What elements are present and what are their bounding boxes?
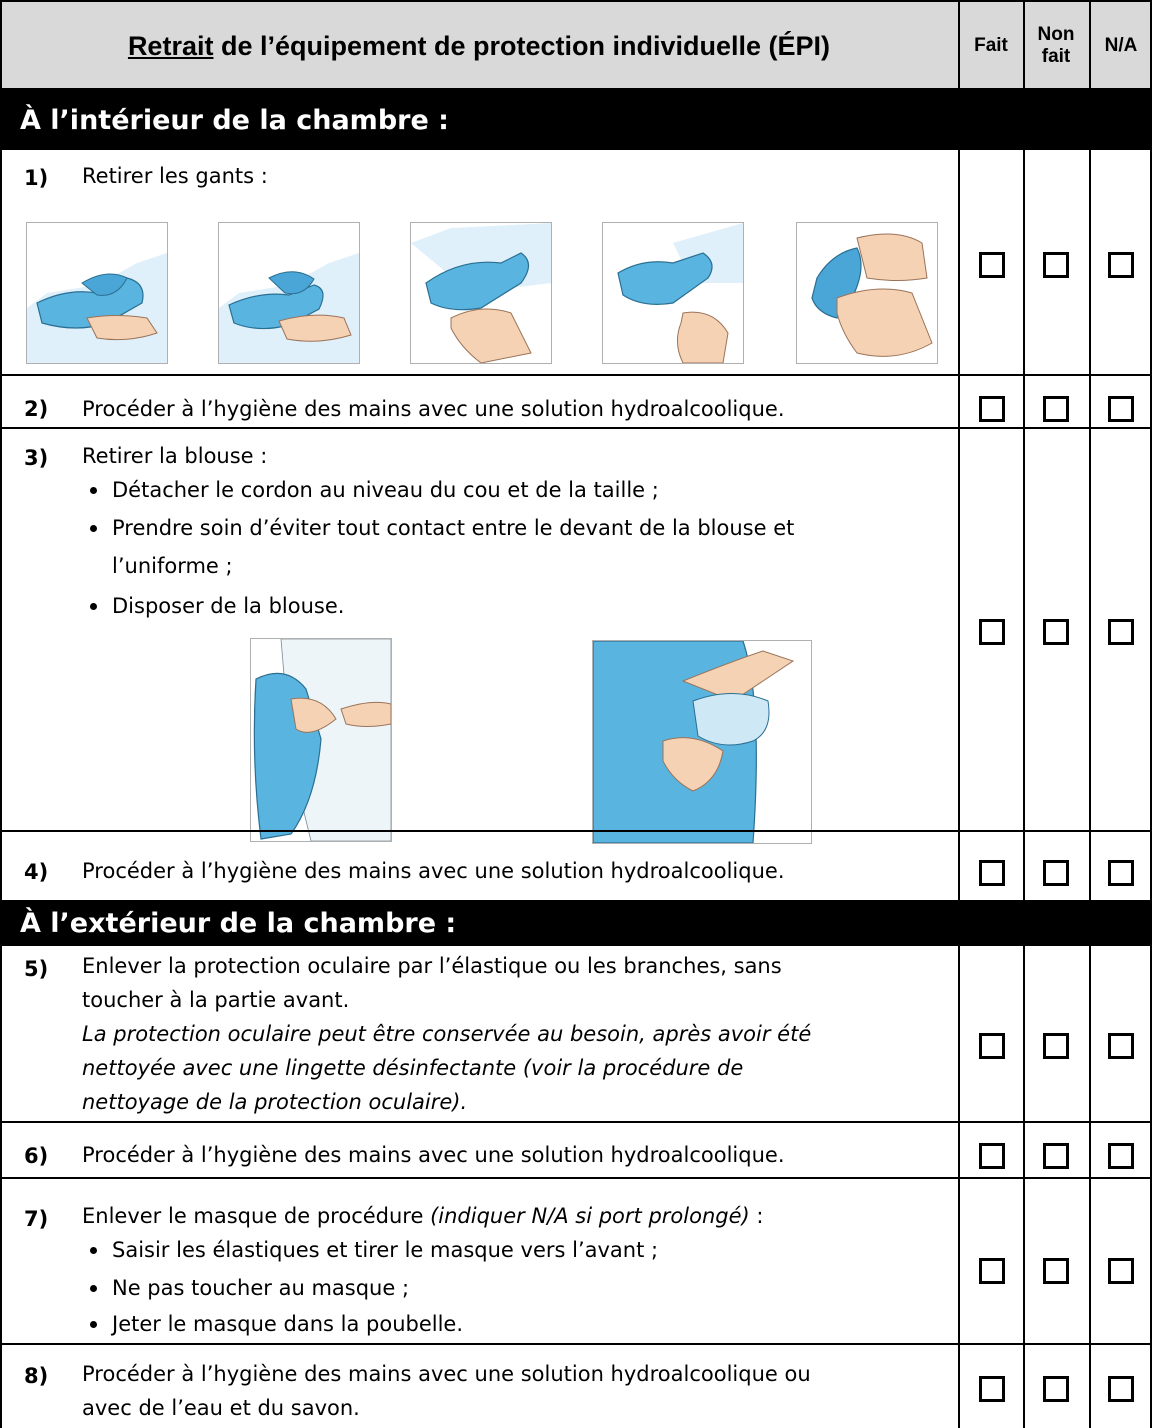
- checkbox-fait[interactable]: [979, 860, 1005, 886]
- glove-step-4-icon: [617, 223, 743, 364]
- checkbox-non-fait[interactable]: [1043, 619, 1069, 645]
- row-divider: [0, 1177, 1152, 1179]
- checkbox-fait[interactable]: [979, 1033, 1005, 1059]
- row-divider: [0, 1121, 1152, 1123]
- step-text-line: avec de l’eau et du savon.: [82, 1396, 360, 1420]
- step-number: 2): [24, 397, 49, 421]
- table-border-left: [0, 0, 2, 1428]
- bullet-item: Saisir les élastiques et tirer le masque…: [90, 1234, 932, 1266]
- step-text: Retirer la blouse :: [82, 444, 268, 468]
- bullet-item: Prendre soin d’éviter tout contact entre…: [90, 512, 932, 544]
- glove-illustration-3: [410, 222, 552, 364]
- checkbox-na[interactable]: [1108, 1143, 1134, 1169]
- section-inside-bar: À l’intérieur de la chambre :: [0, 90, 1152, 150]
- checkbox-non-fait[interactable]: [1043, 860, 1069, 886]
- step-text-line: Procéder à l’hygiène des mains avec une …: [82, 1362, 811, 1386]
- step-text: Enlever le masque de procédure (indiquer…: [82, 1200, 942, 1232]
- checkbox-na[interactable]: [1108, 252, 1134, 278]
- bullet-item: Détacher le cordon au niveau du cou et d…: [90, 474, 932, 506]
- glove-step-3-icon: [411, 223, 551, 364]
- step-number: 7): [24, 1207, 49, 1231]
- step-text: Procéder à l’hygiène des mains avec une …: [82, 397, 785, 421]
- step-note-line: nettoyage de la protection oculaire).: [82, 1090, 468, 1114]
- row-divider: [0, 1343, 1152, 1345]
- gown-step-2-icon: [592, 640, 795, 844]
- checkbox-non-fait[interactable]: [1043, 1258, 1069, 1284]
- checkbox-na[interactable]: [1108, 396, 1134, 422]
- checkbox-fait[interactable]: [979, 1376, 1005, 1402]
- gown-illustration-2: [592, 640, 812, 844]
- step-text-italic: (indiquer N/A si port prolongé): [430, 1204, 750, 1228]
- row-divider: [0, 88, 1152, 90]
- checkbox-na[interactable]: [1108, 860, 1134, 886]
- checkbox-na[interactable]: [1108, 619, 1134, 645]
- col-header-fait: Fait: [974, 35, 1008, 56]
- step-text: Procéder à l’hygiène des mains avec une …: [82, 859, 785, 883]
- step-number: 3): [24, 446, 49, 470]
- row-divider: [0, 830, 1152, 832]
- title-rest: de l’équipement de protection individuel…: [213, 30, 831, 61]
- glove-illustration-2: [218, 222, 360, 364]
- glove-illustration-1: [26, 222, 168, 364]
- checkbox-non-fait[interactable]: [1043, 1033, 1069, 1059]
- checkbox-fait[interactable]: [979, 252, 1005, 278]
- glove-illustration-5: [796, 222, 938, 364]
- step-number: 6): [24, 1144, 49, 1168]
- title-underlined-word: Retrait: [127, 30, 214, 61]
- checkbox-fait[interactable]: [979, 396, 1005, 422]
- checkbox-non-fait[interactable]: [1043, 1143, 1069, 1169]
- checkbox-fait[interactable]: [979, 619, 1005, 645]
- checkbox-fait[interactable]: [979, 1258, 1005, 1284]
- col-header-non-fait: Non fait: [1024, 4, 1088, 88]
- step-number: 8): [24, 1364, 49, 1388]
- page-title: Retrait de l’équipement de protection in…: [14, 10, 944, 82]
- step-number: 4): [24, 860, 49, 884]
- table-border-top: [0, 0, 1152, 2]
- bullet-item: Disposer de la blouse.: [90, 590, 932, 622]
- col-divider: [1023, 0, 1025, 1428]
- col-divider: [958, 0, 960, 1428]
- step-text: Procéder à l’hygiène des mains avec une …: [82, 1143, 785, 1167]
- step-number: 5): [24, 957, 49, 981]
- glove-step-2-icon: [219, 253, 359, 363]
- glove-illustration-4: [602, 222, 744, 364]
- row-divider: [0, 374, 1152, 376]
- col-header-na: N/A: [1104, 35, 1138, 56]
- step-number: 1): [24, 166, 49, 190]
- glove-step-1-icon: [27, 253, 167, 363]
- step-note-line: La protection oculaire peut être conserv…: [82, 1022, 812, 1046]
- checkbox-fait[interactable]: [979, 1143, 1005, 1169]
- step-text-main: Enlever le masque de procédure: [82, 1204, 431, 1228]
- checkbox-na[interactable]: [1108, 1033, 1134, 1059]
- step-text: Retirer les gants :: [82, 164, 268, 188]
- glove-step-5-icon: [811, 233, 933, 357]
- checkbox-non-fait[interactable]: [1043, 252, 1069, 278]
- col-divider: [1089, 0, 1091, 1428]
- gown-step-1-icon: [253, 638, 392, 842]
- checkbox-non-fait[interactable]: [1043, 396, 1069, 422]
- checkbox-na[interactable]: [1108, 1258, 1134, 1284]
- table-header: [0, 0, 1152, 90]
- col-header-non: Non: [1037, 24, 1075, 45]
- row-divider: [0, 427, 1152, 429]
- step-note-line: nettoyée avec une lingette désinfectante…: [82, 1056, 744, 1080]
- checkbox-non-fait[interactable]: [1043, 1376, 1069, 1402]
- section-outside-bar: À l’extérieur de la chambre :: [0, 900, 1152, 946]
- bullet-item: Jeter le masque dans la poubelle.: [90, 1308, 932, 1340]
- col-header-fait-2: fait: [1041, 46, 1071, 67]
- step-text-tail: :: [749, 1204, 764, 1228]
- checkbox-na[interactable]: [1108, 1376, 1134, 1402]
- bullet-continuation: l’uniforme ;: [112, 554, 233, 578]
- step-text-line: Enlever la protection oculaire par l’éla…: [82, 954, 782, 978]
- gown-illustration-1: [250, 638, 392, 842]
- step-text-line: toucher à la partie avant.: [82, 988, 350, 1012]
- bullet-item: Ne pas toucher au masque ;: [90, 1272, 932, 1304]
- table-border-right: [1150, 0, 1152, 1428]
